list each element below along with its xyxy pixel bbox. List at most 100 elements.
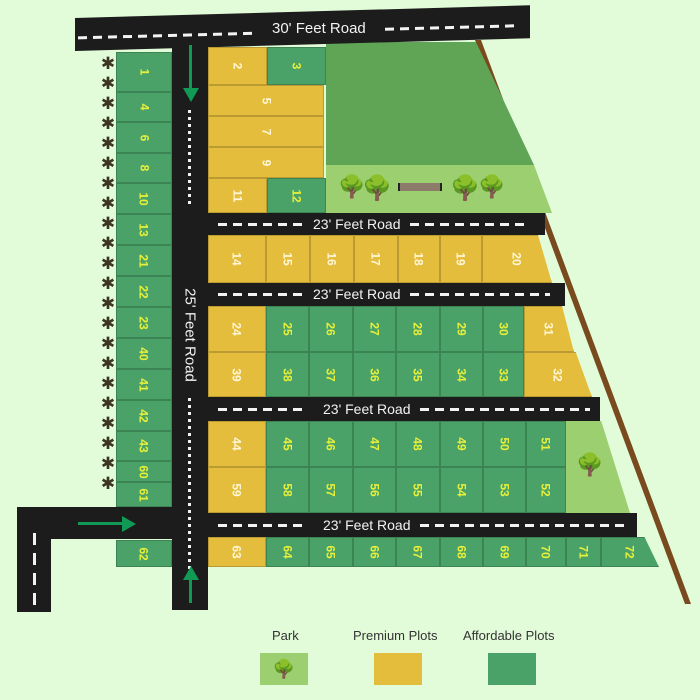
plot-22[interactable]: 22 bbox=[116, 276, 172, 307]
plot-46[interactable]: 46 bbox=[309, 421, 353, 467]
plot-69[interactable]: 69 bbox=[483, 537, 526, 567]
plot-41[interactable]: 41 bbox=[116, 369, 172, 400]
plot-6[interactable]: 6 bbox=[116, 122, 172, 153]
plot-15[interactable]: 15 bbox=[266, 235, 310, 283]
plot-65[interactable]: 65 bbox=[309, 537, 353, 567]
plot-20[interactable]: 20 bbox=[482, 235, 552, 283]
arrow-down-icon bbox=[189, 45, 192, 90]
plot-50[interactable]: 50 bbox=[483, 421, 526, 467]
park-tree-icon: 🌳 bbox=[362, 175, 392, 202]
plot-51[interactable]: 51 bbox=[526, 421, 566, 467]
road-dashes bbox=[410, 223, 530, 226]
road-dashes bbox=[410, 293, 550, 296]
plot-71[interactable]: 71 bbox=[566, 537, 601, 567]
legend-park-swatch: 🌳 bbox=[260, 653, 308, 685]
plot-28[interactable]: 28 bbox=[396, 306, 440, 352]
road-label-23ft-3: 23' Feet Road bbox=[317, 401, 417, 417]
plot-10[interactable]: 10 bbox=[116, 183, 172, 214]
plot-52[interactable]: 52 bbox=[526, 467, 566, 513]
road-25ft-dashes bbox=[188, 110, 191, 205]
arrow-right-icon bbox=[78, 522, 123, 525]
plot-35[interactable]: 35 bbox=[396, 352, 440, 397]
plot-12[interactable]: 12 bbox=[267, 178, 326, 213]
park-tree-icon: 🌳 bbox=[576, 452, 604, 477]
plot-30[interactable]: 30 bbox=[483, 306, 524, 352]
road-dashes bbox=[420, 524, 630, 527]
plot-66[interactable]: 66 bbox=[353, 537, 396, 567]
plot-57[interactable]: 57 bbox=[309, 467, 353, 513]
road-dashes bbox=[218, 223, 303, 226]
legend-affordable-swatch bbox=[488, 653, 536, 685]
arrow-up-head-icon bbox=[183, 566, 199, 580]
plot-3[interactable]: 3 bbox=[267, 47, 326, 85]
plot-54[interactable]: 54 bbox=[440, 467, 483, 513]
plot-18[interactable]: 18 bbox=[398, 235, 440, 283]
plot-5[interactable]: 5 bbox=[208, 85, 324, 116]
plot-2[interactable]: 2 bbox=[208, 47, 267, 85]
plot-4[interactable]: 4 bbox=[116, 92, 172, 122]
tree-row-icon: ✱✱✱✱✱✱✱✱✱✱✱✱✱✱✱✱✱✱✱✱✱✱ bbox=[100, 54, 116, 493]
plot-40[interactable]: 40 bbox=[116, 338, 172, 369]
plot-36[interactable]: 36 bbox=[353, 352, 396, 397]
plot-38[interactable]: 38 bbox=[266, 352, 309, 397]
road-label-23ft-2: 23' Feet Road bbox=[307, 286, 407, 302]
legend-premium-label: Premium Plots bbox=[353, 628, 438, 643]
plot-53[interactable]: 53 bbox=[483, 467, 526, 513]
plot-62[interactable]: 62 bbox=[116, 540, 172, 567]
plot-16[interactable]: 16 bbox=[310, 235, 354, 283]
plot-1[interactable]: 1 bbox=[116, 52, 172, 92]
arrow-right-head-icon bbox=[122, 516, 136, 532]
plot-24[interactable]: 24 bbox=[208, 306, 266, 352]
plot-58[interactable]: 58 bbox=[266, 467, 309, 513]
park-tree-icon: 🌳 bbox=[450, 175, 480, 202]
plot-13[interactable]: 13 bbox=[116, 214, 172, 245]
bench-icon bbox=[398, 183, 442, 191]
plot-26[interactable]: 26 bbox=[309, 306, 353, 352]
plot-56[interactable]: 56 bbox=[353, 467, 396, 513]
plot-37[interactable]: 37 bbox=[309, 352, 353, 397]
plot-67[interactable]: 67 bbox=[396, 537, 440, 567]
plot-27[interactable]: 27 bbox=[353, 306, 396, 352]
arrow-up-icon bbox=[189, 578, 192, 603]
plot-19[interactable]: 19 bbox=[440, 235, 482, 283]
plot-33[interactable]: 33 bbox=[483, 352, 524, 397]
plot-68[interactable]: 68 bbox=[440, 537, 483, 567]
plot-61[interactable]: 61 bbox=[116, 482, 172, 507]
road-dashes bbox=[218, 408, 308, 411]
plot-25[interactable]: 25 bbox=[266, 306, 309, 352]
road-dashes bbox=[420, 408, 590, 411]
road-label-23ft-1: 23' Feet Road bbox=[307, 216, 407, 232]
plot-17[interactable]: 17 bbox=[354, 235, 398, 283]
park-tree-icon: 🌳 bbox=[478, 174, 506, 199]
plot-60[interactable]: 60 bbox=[116, 461, 172, 482]
plot-7[interactable]: 7 bbox=[208, 116, 324, 147]
plot-44[interactable]: 44 bbox=[208, 421, 266, 467]
plot-49[interactable]: 49 bbox=[440, 421, 483, 467]
plot-45[interactable]: 45 bbox=[266, 421, 309, 467]
entry-road-dashes bbox=[33, 533, 36, 613]
plot-64[interactable]: 64 bbox=[266, 537, 309, 567]
plot-9[interactable]: 9 bbox=[208, 147, 324, 178]
plot-70[interactable]: 70 bbox=[526, 537, 566, 567]
plot-8[interactable]: 8 bbox=[116, 153, 172, 183]
legend-premium-swatch bbox=[374, 653, 422, 685]
plot-14[interactable]: 14 bbox=[208, 235, 266, 283]
plot-63[interactable]: 63 bbox=[208, 537, 266, 567]
road-label-23ft-4: 23' Feet Road bbox=[317, 517, 417, 533]
road-dashes bbox=[218, 293, 303, 296]
plot-42[interactable]: 42 bbox=[116, 400, 172, 431]
plot-34[interactable]: 34 bbox=[440, 352, 483, 397]
plot-39[interactable]: 39 bbox=[208, 352, 266, 397]
plot-21[interactable]: 21 bbox=[116, 245, 172, 276]
tree-icon: 🌳 bbox=[272, 658, 296, 679]
plot-43[interactable]: 43 bbox=[116, 431, 172, 461]
plot-59[interactable]: 59 bbox=[208, 467, 266, 513]
plot-11[interactable]: 11 bbox=[208, 178, 267, 213]
plot-23[interactable]: 23 bbox=[116, 307, 172, 338]
plot-47[interactable]: 47 bbox=[353, 421, 396, 467]
road-label-25ft: 25' Feet Road bbox=[181, 288, 199, 382]
plot-48[interactable]: 48 bbox=[396, 421, 440, 467]
plot-55[interactable]: 55 bbox=[396, 467, 440, 513]
plot-29[interactable]: 29 bbox=[440, 306, 483, 352]
